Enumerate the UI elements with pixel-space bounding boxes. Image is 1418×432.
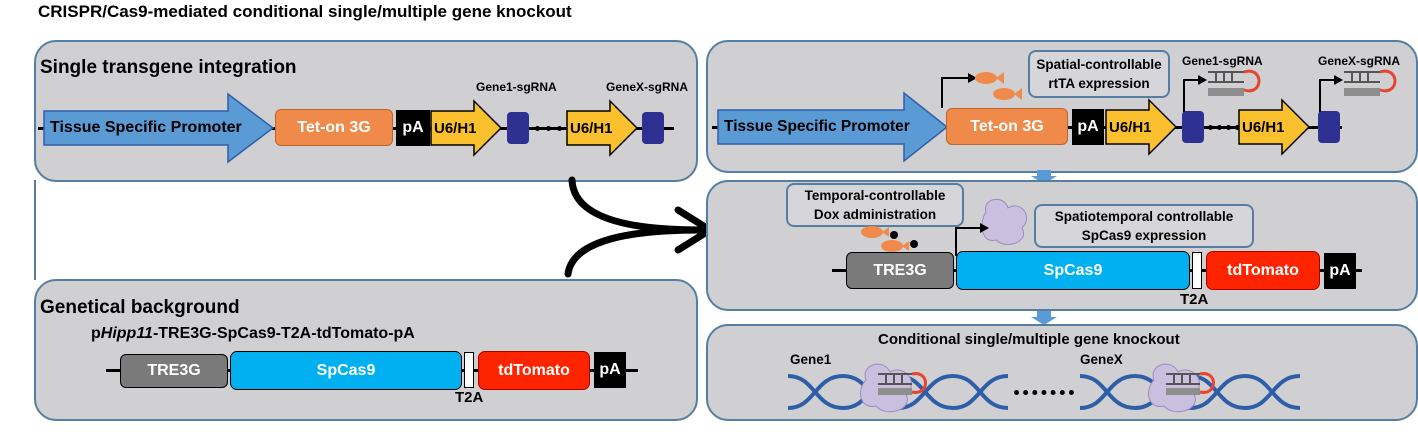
t2a-label: T2A: [1180, 291, 1209, 308]
pa-box: pA: [594, 352, 626, 388]
promoter-arrow: Tissue Specific Promoter: [43, 90, 275, 166]
tdtomato-box: tdTomato: [1206, 251, 1320, 290]
cas9-protein-icon: [981, 198, 1028, 245]
tss-arrow-icon: [941, 73, 977, 108]
promoter-arrow: Tissue Specific Promoter: [717, 89, 949, 165]
sgrna-box: [507, 112, 529, 144]
dox-rtta-icon: [861, 226, 918, 252]
knockout-title: Conditional single/multiple gene knockou…: [878, 331, 1180, 348]
promoter-label: Tissue Specific Promoter: [50, 119, 242, 136]
cas9-sgrna-complex-icon: [860, 363, 927, 413]
panel-title: Genetical background: [40, 297, 240, 318]
spcas9-box: SpCas9: [956, 251, 1190, 290]
sgrnax-label: GeneX-sgRNA: [1318, 54, 1401, 68]
sgrna1-label: Gene1-sgRNA: [476, 80, 557, 94]
u6-promoter-arrow: U6/H1: [1105, 98, 1178, 156]
down-arrow-icon: [1031, 170, 1057, 184]
merge-arrow-upper-curve: [568, 176, 704, 234]
spatial-control-note: Spatial-controllable rtTA expression: [1028, 50, 1170, 98]
sgrnax-label: GeneX-sgRNA: [606, 80, 689, 94]
tdtomato-box: tdTomato: [478, 351, 590, 390]
gene1-label: Gene1: [790, 352, 832, 367]
genex-label: GeneX: [1080, 352, 1123, 367]
tre3g-box: TRE3G: [120, 354, 228, 388]
temporal-control-note: Temporal-controllable Dox administration: [786, 183, 964, 227]
merge-arrow: [564, 176, 714, 278]
pa-box: pA: [1072, 109, 1104, 145]
promoter-label: Tissue Specific Promoter: [724, 118, 910, 135]
tre3g-box: TRE3G: [846, 252, 954, 289]
sgrna-box: [1182, 111, 1204, 143]
genetical-background-panel: Genetical background pHipp11-TRE3G-SpCas…: [34, 279, 698, 421]
dna-backbone-dotted: [1208, 125, 1240, 130]
sgrna-box: [1318, 111, 1340, 143]
sgrna-box: [642, 112, 664, 144]
construct-name: pHipp11-TRE3G-SpCas9-T2A-tdTomato-pA: [91, 325, 415, 342]
u6-promoter-arrow: U6/H1: [430, 99, 503, 157]
single-transgene-panel: Single transgene integration Tissue Spec…: [34, 40, 698, 182]
panel-title: Single transgene integration: [40, 57, 297, 78]
dna-backbone-dotted: [524, 126, 562, 131]
t2a-box: [464, 352, 474, 388]
right-bottom-panel: Conditional single/multiple gene knockou…: [706, 324, 1418, 421]
sgrna1-label: Gene1-sgRNA: [1182, 54, 1263, 68]
tet-on-box: Tet-on 3G: [946, 108, 1068, 145]
tet-on-box: Tet-on 3G: [275, 109, 393, 146]
figure-title: CRISPR/Cas9-mediated conditional single/…: [38, 2, 572, 21]
right-middle-panel: Temporal-controllable Dox administration…: [706, 180, 1418, 311]
tss-arrow-icon: [955, 223, 989, 256]
t2a-box: [1192, 252, 1202, 289]
u6-promoter-arrow: U6/H1: [566, 99, 639, 157]
u6-label: U6/H1: [1109, 118, 1152, 136]
spatiotemporal-control-note: Spatiotemporal controllable SpCas9 expre…: [1034, 204, 1254, 248]
u6-promoter-arrow: U6/H1: [1238, 98, 1311, 156]
spcas9-box: SpCas9: [230, 351, 462, 390]
left-connector-line: [34, 180, 36, 280]
right-top-panel: Tissue Specific Promoter Tet-on 3G pA Sp…: [706, 40, 1418, 173]
down-arrow-icon: [1031, 311, 1057, 325]
dna-gap-dotted: [1014, 390, 1074, 395]
t2a-label: T2A: [455, 389, 484, 406]
rtta-protein-icon: [975, 72, 1022, 100]
u6-label: U6/H1: [570, 119, 613, 137]
pa-box: pA: [396, 110, 430, 146]
pa-box: pA: [1324, 253, 1356, 289]
cas9-sgrna-complex-icon: [1148, 363, 1215, 413]
u6-label: U6/H1: [1242, 118, 1285, 136]
merge-arrow-lower-curve: [564, 226, 704, 278]
u6-label: U6/H1: [434, 119, 477, 137]
sgrnax-transcript-icon: [1319, 69, 1397, 112]
sgrna1-transcript-icon: [1183, 69, 1261, 112]
